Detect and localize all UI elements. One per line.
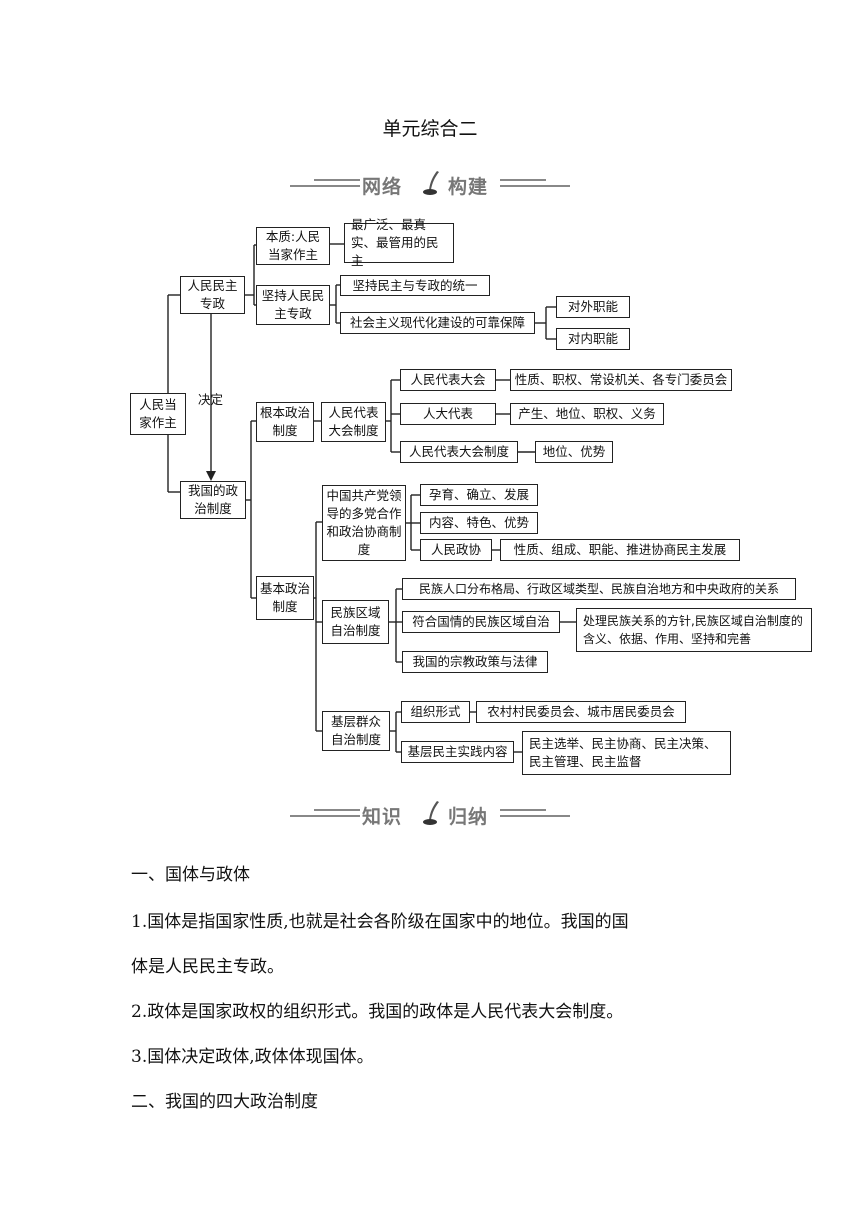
quill-pen-icon [423, 801, 439, 825]
node-ethnic-b-detail: 处理民族关系的方针,民族区域自治制度的含义、依据、作用、坚持和完善 [576, 608, 812, 652]
node-org-form: 组织形式 [401, 701, 470, 723]
node-practice: 基层民主实践内容 [401, 741, 514, 763]
decide-label: 决定 [198, 392, 224, 407]
node-guarantee: 社会主义现代化建设的可靠保障 [340, 312, 535, 334]
node-ethnic-b: 符合国情的民族区域自治 [402, 611, 560, 633]
node-grassroots: 基层群众自治制度 [322, 711, 390, 751]
node-root: 人民当家作主 [130, 393, 186, 435]
node-cppcc: 人民政协 [420, 539, 492, 561]
node-unity: 坚持民主与专政的统一 [340, 275, 490, 296]
section-heading-2: 二、我国的四大政治制度 [131, 1092, 318, 1112]
node-deputies: 人大代表 [400, 403, 496, 425]
node-fundamental: 根本政治制度 [256, 402, 314, 442]
node-practice-detail: 民主选举、民主协商、民主决策、民主管理、民主监督 [522, 731, 731, 775]
section-banner-knowledge: 知识 归纳 [290, 800, 570, 830]
banner-knowledge-right: 归纳 [448, 806, 489, 828]
section-banner-network: 网络 构建 [290, 170, 570, 200]
node-adhere: 坚持人民民主专政 [256, 285, 330, 325]
section-heading-1: 一、国体与政体 [131, 865, 250, 885]
node-npc-system-2: 人民代表大会制度 [400, 441, 518, 463]
paragraph-2: 2.政体是国家政权的组织形式。我国的政体是人民代表大会制度。 [131, 1002, 624, 1022]
banner-knowledge-left: 知识 [362, 806, 403, 828]
node-cpc: 中国共产党领导的多党合作和政治协商制度 [322, 485, 406, 561]
node-npc-system: 人民代表大会制度 [321, 402, 386, 442]
quill-pen-icon [423, 171, 439, 195]
node-basic: 基本政治制度 [256, 576, 314, 620]
node-npc-system-2-detail: 地位、优势 [535, 441, 613, 463]
node-external: 对外职能 [556, 296, 630, 318]
node-cpc-a: 孕育、确立、发展 [420, 484, 538, 506]
node-cppcc-detail: 性质、组成、职能、推进协商民主发展 [500, 539, 740, 561]
paragraph-1b: 体是人民民主专政。 [131, 957, 284, 977]
paragraph-3: 3.国体决定政体,政体体现国体。 [131, 1047, 374, 1067]
node-political-system: 我国的政治制度 [180, 481, 246, 519]
node-ethnic-a: 民族人口分布格局、行政区域类型、民族自治地方和中央政府的关系 [402, 578, 796, 600]
node-org-form-detail: 农村村民委员会、城市居民委员会 [476, 701, 686, 723]
banner-network-left: 网络 [362, 176, 403, 198]
node-ethnic: 民族区域自治制度 [322, 600, 389, 644]
node-ethnic-c: 我国的宗教政策与法律 [402, 651, 548, 673]
node-internal: 对内职能 [556, 328, 630, 350]
node-essence: 本质:人民当家作主 [256, 227, 330, 265]
banner-network-right: 构建 [448, 176, 489, 198]
node-npc: 人民代表大会 [400, 369, 496, 391]
page-title: 单元综合二 [382, 118, 478, 140]
node-npc-detail: 性质、职权、常设机关、各专门委员会 [510, 369, 732, 391]
node-cpc-b: 内容、特色、优势 [420, 512, 538, 534]
node-dictatorship: 人民民主专政 [180, 276, 245, 314]
node-essence-detail: 最广泛、最真实、最管用的民主 [344, 217, 454, 268]
paragraph-1a: 1.国体是指国家性质,也就是社会各阶级在国家中的地位。我国的国 [131, 912, 629, 932]
node-deputies-detail: 产生、地位、职权、义务 [510, 403, 664, 425]
